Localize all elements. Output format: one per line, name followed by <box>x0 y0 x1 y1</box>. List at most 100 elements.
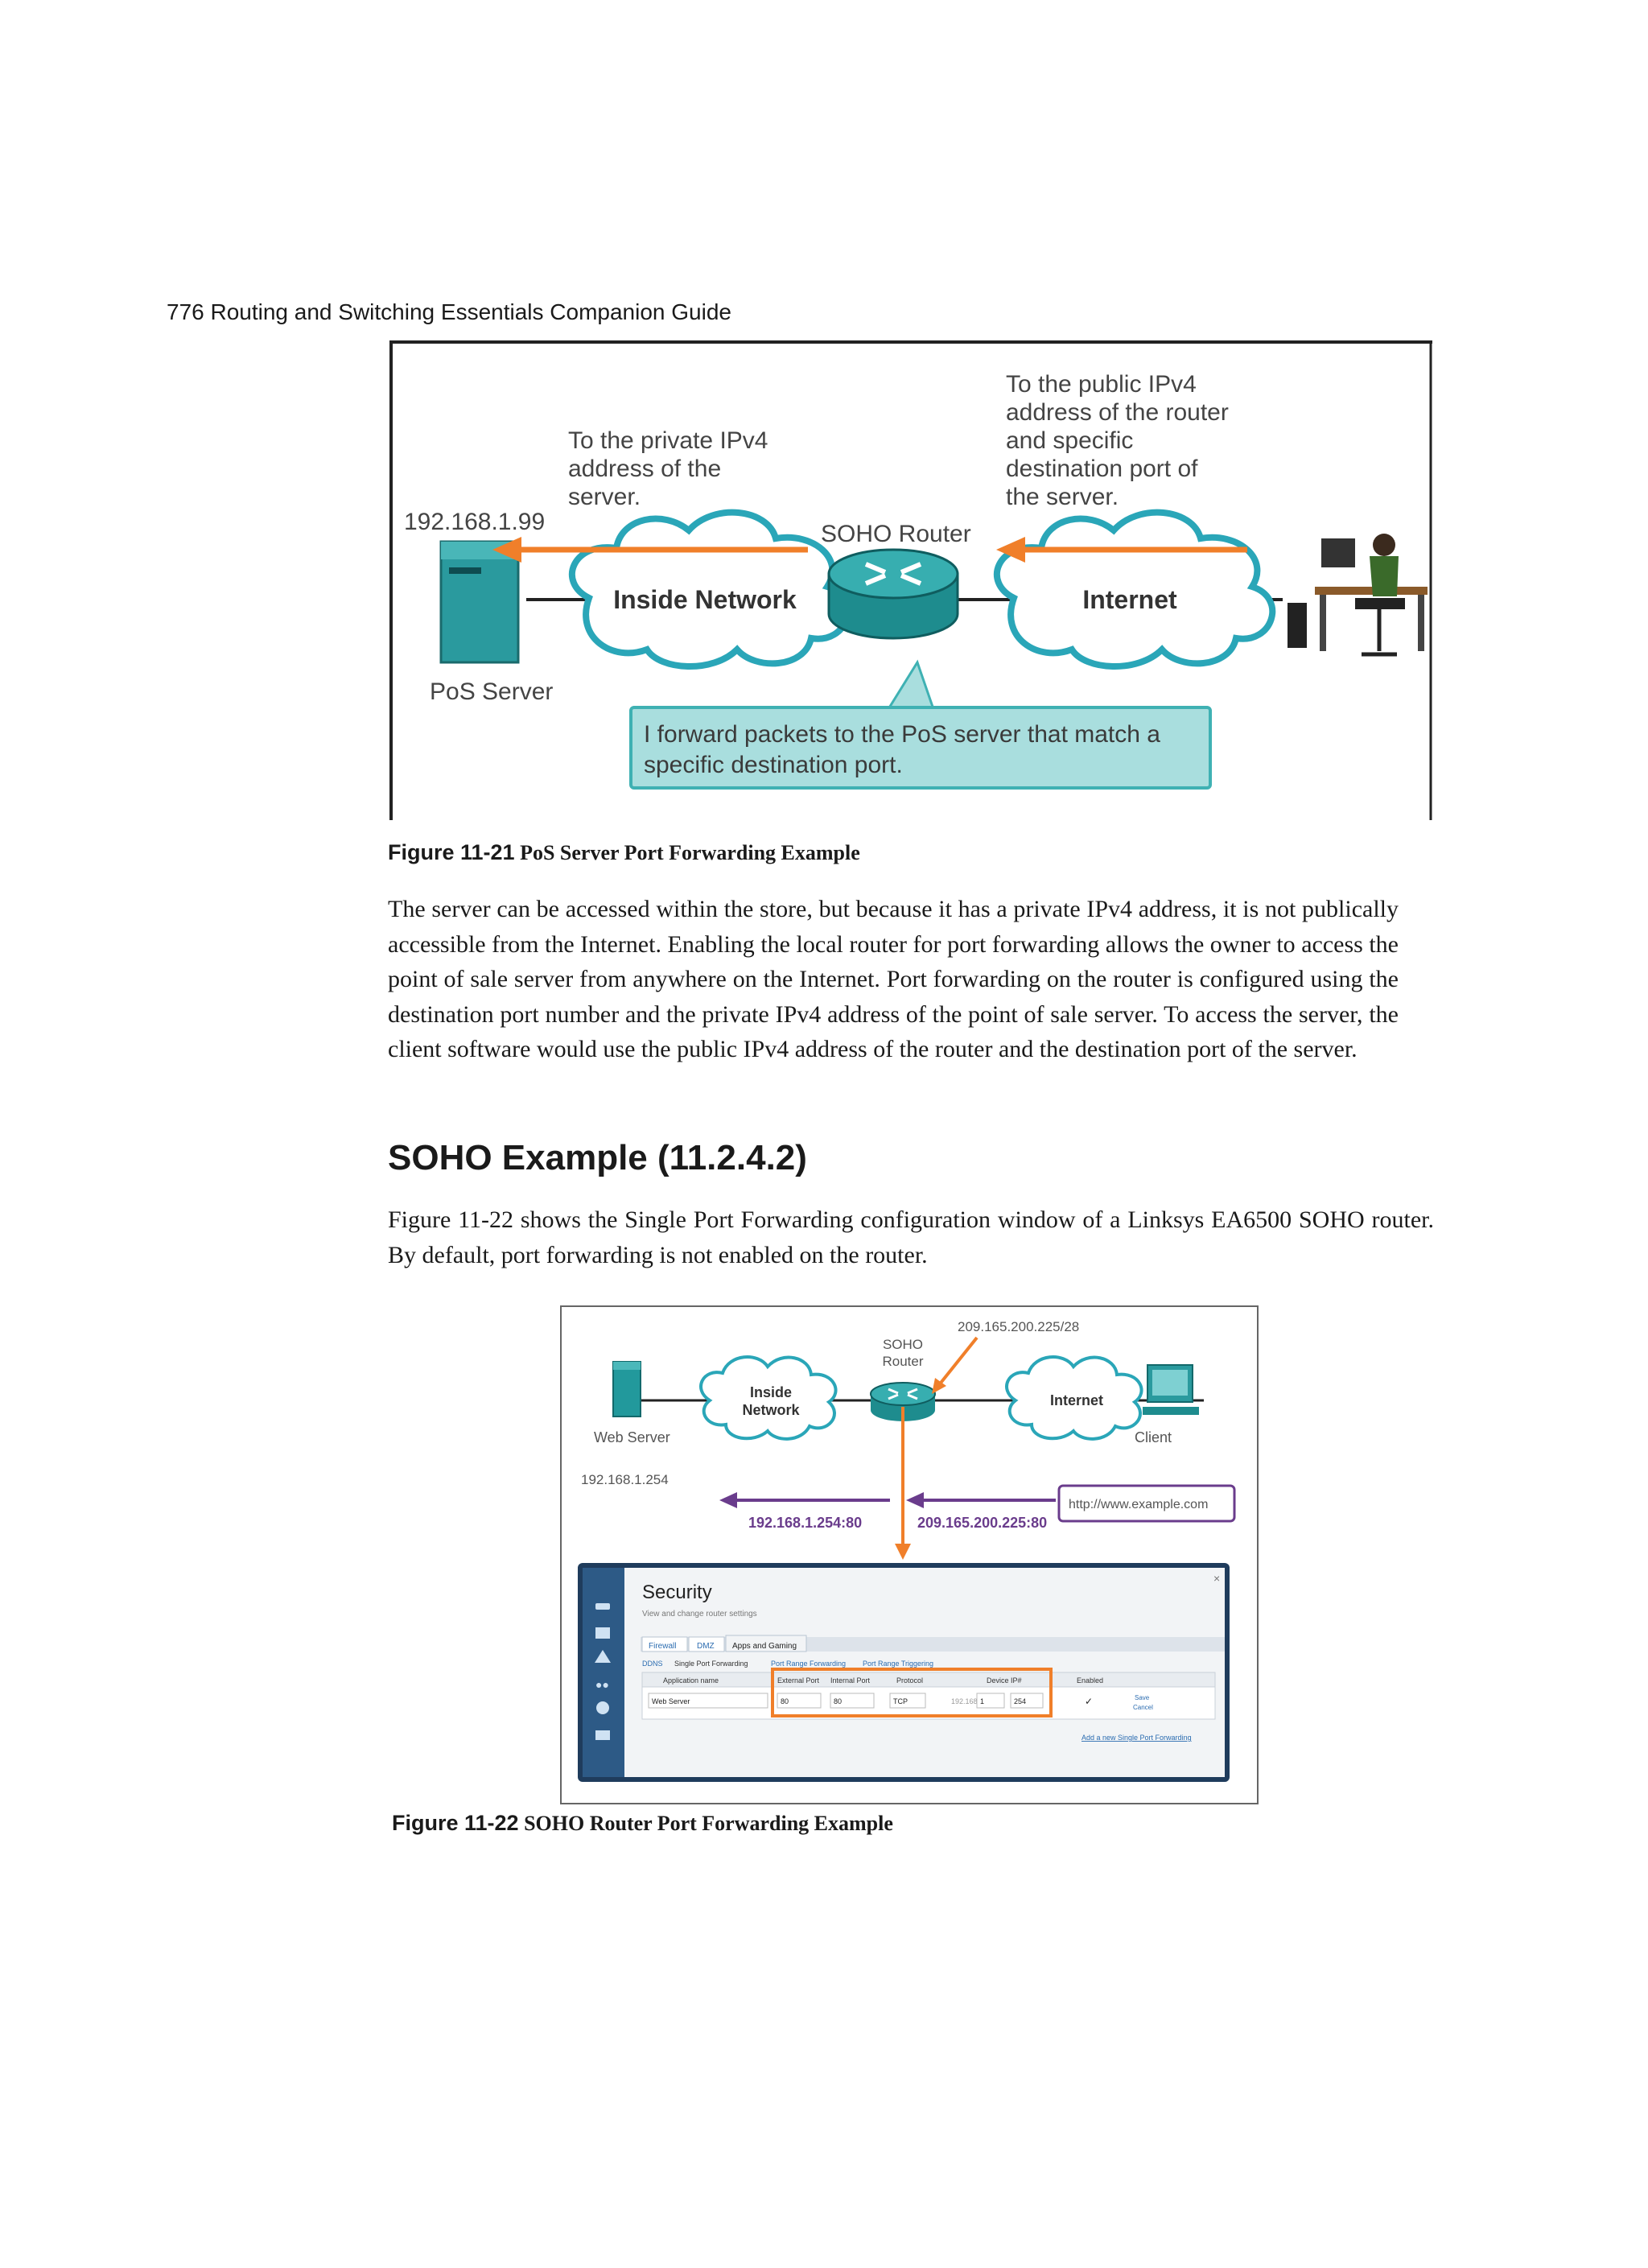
router-down-arrow <box>895 1407 911 1560</box>
ui-table-row: Web Server 80 80 TCP 192.168. 1 254 ✓ Sa… <box>648 1693 1153 1711</box>
svg-text:Internet: Internet <box>1082 585 1177 614</box>
public-ip-pointer-arrow <box>932 1336 978 1394</box>
orange-arrow-right <box>996 537 1247 563</box>
body-paragraph-2: Figure 11-22 shows the Single Port Forwa… <box>388 1206 1434 1268</box>
inside-network-cloud-2: Inside Network <box>699 1355 838 1441</box>
inside-network-cloud: Inside Network <box>568 509 851 670</box>
ui-subnav-port-range-trig[interactable]: Port Range Triggering <box>863 1660 933 1668</box>
select-protocol[interactable] <box>889 1693 926 1709</box>
figure-11-22: Web Server 192.168.1.254 Inside Network … <box>560 1305 1259 1804</box>
add-new-forwarding-link[interactable]: Add a new Single Port Forwarding <box>1082 1734 1192 1742</box>
section-heading: SOHO Example (11.2.4.2) <box>388 1138 807 1177</box>
sidebar-icon-media <box>595 1730 610 1740</box>
sidebar-icon-list <box>595 1627 610 1639</box>
input-application-name[interactable] <box>648 1693 768 1709</box>
svg-text:1: 1 <box>980 1697 984 1705</box>
svg-text:the server.: the server. <box>1006 484 1119 510</box>
svg-text:address of the: address of the <box>568 456 721 482</box>
svg-text:80: 80 <box>834 1697 842 1705</box>
svg-text:192.168.1.254:80: 192.168.1.254:80 <box>748 1515 862 1531</box>
soho-router-icon <box>827 548 959 640</box>
col-enabled: Enabled <box>1077 1676 1103 1685</box>
input-external-port[interactable] <box>777 1693 822 1709</box>
ui-subnav-ddns[interactable]: DDNS <box>642 1660 663 1668</box>
svg-text:Firewall: Firewall <box>649 1642 676 1651</box>
svg-text:I forward packets to the PoS s: I forward packets to the PoS server that… <box>644 721 1160 748</box>
svg-text:80: 80 <box>781 1697 789 1705</box>
svg-text:specific destination port.: specific destination port. <box>644 752 903 778</box>
ui-tab-firewall[interactable]: Firewall <box>641 1636 688 1652</box>
save-link[interactable]: Save <box>1135 1694 1150 1701</box>
input-internal-port[interactable] <box>830 1693 875 1709</box>
body-paragraph-1: The server can be accessed within the st… <box>388 896 1399 1062</box>
svg-text:Inside: Inside <box>750 1384 792 1400</box>
router-label-2-line1: SOHO <box>883 1337 923 1352</box>
web-server-icon <box>612 1361 641 1417</box>
svg-text:destination port of: destination port of <box>1006 456 1198 482</box>
svg-text:and specific: and specific <box>1006 427 1133 454</box>
url-box: http://www.example.com <box>1057 1484 1236 1523</box>
router-ui-window: ●● Security View and change router setti… <box>578 1563 1230 1782</box>
ui-subnav-port-range-fwd[interactable]: Port Range Forwarding <box>771 1660 846 1668</box>
svg-text:254: 254 <box>1014 1697 1026 1705</box>
orange-arrow-left <box>492 537 808 563</box>
checkbox-enabled[interactable]: ✓ <box>1085 1696 1093 1707</box>
svg-text:To the public IPv4: To the public IPv4 <box>1006 371 1197 398</box>
router-label: SOHO Router <box>821 521 971 547</box>
router-label-2-line2: Router <box>882 1354 923 1369</box>
svg-text:Web Server: Web Server <box>652 1697 690 1705</box>
svg-text:Internet: Internet <box>1050 1392 1103 1408</box>
ui-subnav-single-port[interactable]: Single Port Forwarding <box>674 1660 748 1668</box>
figure-11-21: 192.168.1.99 PoS Server Inside Network S… <box>389 340 1432 820</box>
ui-close-icon[interactable]: × <box>1213 1572 1220 1585</box>
svg-text:Apps and Gaming: Apps and Gaming <box>732 1642 797 1651</box>
ui-tab-dmz[interactable]: DMZ <box>688 1636 725 1652</box>
internet-cloud: Internet <box>993 509 1276 670</box>
col-internal-port: Internal Port <box>830 1676 871 1685</box>
svg-text:Inside Network: Inside Network <box>613 585 797 614</box>
note-public-ipv4: To the public IPv4 address of the router… <box>1006 371 1229 510</box>
svg-text:DMZ: DMZ <box>697 1642 715 1651</box>
client-person-icon <box>1288 534 1428 657</box>
note-private-ipv4: To the private IPv4 address of the serve… <box>568 427 768 510</box>
ui-subtitle: View and change router settings <box>642 1610 757 1619</box>
svg-text:Network: Network <box>742 1402 800 1418</box>
ports-highlight-box <box>771 1668 1053 1717</box>
input-ip-octet-3[interactable] <box>976 1693 1005 1709</box>
purple-arrow-private: 192.168.1.254:80 <box>719 1492 890 1531</box>
svg-text:TCP: TCP <box>893 1697 908 1705</box>
sidebar-icon-people: ●● <box>595 1678 609 1691</box>
col-external-port: External Port <box>777 1676 820 1685</box>
web-server-label: Web Server <box>594 1429 670 1445</box>
pos-server-label: PoS Server <box>430 678 553 705</box>
pos-server-icon <box>439 540 520 664</box>
col-application-name: Application name <box>663 1676 719 1685</box>
ip-prefix: 192.168. <box>951 1697 979 1705</box>
svg-text:http://www.example.com: http://www.example.com <box>1069 1498 1208 1511</box>
server-ip-label: 192.168.1.99 <box>404 509 545 535</box>
sidebar-icon-gear <box>596 1701 609 1714</box>
sidebar-icon-device <box>595 1603 610 1610</box>
client-label: Client <box>1135 1429 1172 1445</box>
svg-text:209.165.200.225:80: 209.165.200.225:80 <box>917 1515 1047 1531</box>
figure-11-21-caption: Figure 11-21 PoS Server Port Forwarding … <box>388 840 860 864</box>
internet-cloud-2: Internet <box>1005 1355 1143 1441</box>
purple-arrow-public: 209.165.200.225:80 <box>906 1492 1056 1531</box>
col-protocol: Protocol <box>896 1676 923 1685</box>
svg-text:To the private IPv4: To the private IPv4 <box>568 427 768 454</box>
col-device-ip: Device IP# <box>987 1676 1022 1685</box>
web-server-ip: 192.168.1.254 <box>581 1472 669 1487</box>
figure-11-22-caption: Figure 11-22 SOHO Router Port Forwarding… <box>392 1811 893 1835</box>
cancel-link[interactable]: Cancel <box>1133 1704 1153 1711</box>
svg-text:address of the router: address of the router <box>1006 399 1229 426</box>
sidebar-icon-warning <box>595 1650 611 1663</box>
client-computer-icon <box>1143 1364 1199 1415</box>
router-callout: I forward packets to the PoS server that… <box>629 659 1212 790</box>
ui-table-header: Application name External Port Internal … <box>663 1676 1103 1685</box>
ui-sidebar-icons: ●● <box>595 1603 611 1740</box>
input-ip-octet-4[interactable] <box>1010 1693 1044 1709</box>
page-header: 776 Routing and Switching Essentials Com… <box>167 299 731 324</box>
ui-tab-apps-gaming[interactable]: Apps and Gaming <box>725 1635 807 1652</box>
ui-title: Security <box>642 1581 712 1603</box>
svg-text:server.: server. <box>568 484 641 510</box>
